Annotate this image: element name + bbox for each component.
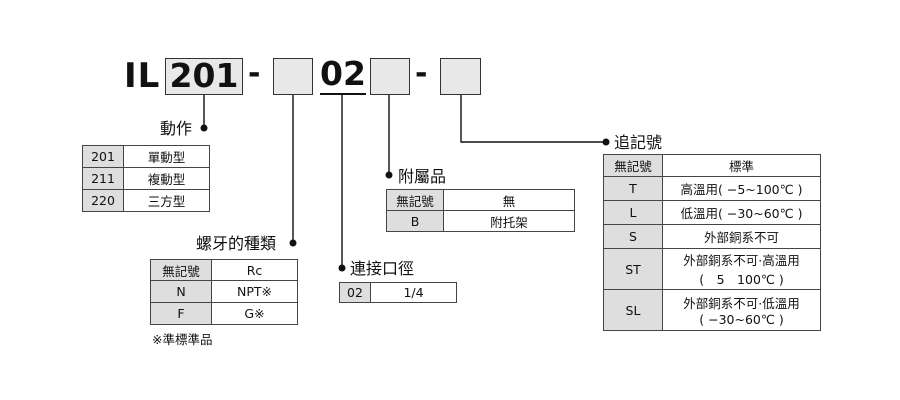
table-row: L 低溫用( −30~60℃ )	[603, 200, 821, 225]
suffix-code: ST	[603, 248, 663, 290]
table-row: 211 複動型	[82, 167, 210, 190]
suffix-header-code: 無記號	[603, 154, 663, 177]
table-row: ST 外部銅系不可·高溫用 ( 5 100℃ )	[603, 248, 821, 290]
connector-dot-action	[200, 124, 208, 132]
table-row: S 外部銅系不可	[603, 224, 821, 249]
action-desc: 單動型	[123, 145, 210, 168]
series-code-box: 201	[165, 58, 243, 95]
accessory-table: 無記號 無 B 附托架	[386, 189, 575, 232]
suffix-desc: 高溫用( −5~100℃ )	[662, 176, 821, 201]
suffix-desc-line2: ( −30~60℃ )	[699, 312, 784, 327]
suffix-desc: 外部銅系不可·低溫用 ( −30~60℃ )	[662, 289, 821, 331]
action-code: 220	[82, 189, 124, 212]
thread-type-box	[273, 58, 313, 95]
suffix-box	[440, 58, 481, 95]
table-row: B 附托架	[386, 210, 575, 232]
connector-suffix	[460, 95, 606, 143]
connector-dot-thread-type	[289, 239, 297, 247]
suffix-code: L	[603, 200, 663, 225]
connector-dot-accessory	[385, 171, 393, 179]
table-row: F G※	[150, 302, 298, 325]
accessory-title: 附屬品	[398, 167, 447, 186]
connector-dot-port-size	[338, 264, 346, 272]
thread-type-value: NPT※	[211, 280, 298, 303]
action-desc: 三方型	[123, 189, 210, 212]
thread-type-header-code: 無記號	[150, 259, 212, 281]
port-size-code: 02	[320, 54, 366, 95]
thread-type-header-value: Rc	[211, 259, 298, 281]
action-code: 211	[82, 167, 124, 190]
thread-type-code: F	[150, 302, 212, 325]
suffix-desc-line2: ( 5 100℃ )	[699, 272, 784, 287]
action-desc: 複動型	[123, 167, 210, 190]
suffix-desc: 低溫用( −30~60℃ )	[662, 200, 821, 225]
suffix-header-value: 標準	[662, 154, 821, 177]
part-number-dash-1: -	[248, 56, 261, 91]
port-size-value: 1/4	[370, 282, 457, 303]
suffix-desc: 外部銅系不可·高溫用 ( 5 100℃ )	[662, 248, 821, 290]
accessory-value: 附托架	[443, 210, 575, 232]
suffix-table: 無記號 標準 T 高溫用( −5~100℃ ) L 低溫用( −30~60℃ )…	[603, 154, 821, 331]
port-size-title: 連接口徑	[350, 259, 415, 278]
suffix-code: T	[603, 176, 663, 201]
accessory-code: B	[386, 210, 444, 232]
table-row: 220 三方型	[82, 189, 210, 212]
action-title: 動作	[160, 119, 193, 138]
thread-type-title: 螺牙的種類	[196, 234, 277, 253]
table-row: SL 外部銅系不可·低溫用 ( −30~60℃ )	[603, 289, 821, 331]
thread-type-value: G※	[211, 302, 298, 325]
table-row: T 高溫用( −5~100℃ )	[603, 176, 821, 201]
suffix-code: S	[603, 224, 663, 249]
table-row: 201 單動型	[82, 145, 210, 168]
part-number-dash-2: -	[415, 56, 428, 91]
table-header-row: 無記號 無	[386, 189, 575, 211]
table-row: N NPT※	[150, 280, 298, 303]
accessory-box	[370, 58, 410, 95]
suffix-title: 追記號	[614, 133, 663, 152]
semi-standard-note: ※準標準品	[152, 332, 213, 347]
action-code: 201	[82, 145, 124, 168]
suffix-desc-line1: 外部銅系不可·低溫用	[683, 296, 800, 311]
table-header-row: 無記號 Rc	[150, 259, 298, 281]
table-row: 02 1/4	[339, 282, 457, 303]
accessory-header-code: 無記號	[386, 189, 444, 211]
thread-type-code: N	[150, 280, 212, 303]
suffix-code: SL	[603, 289, 663, 331]
port-size-code: 02	[339, 282, 371, 303]
connector-dot-suffix	[602, 138, 610, 146]
table-header-row: 無記號 標準	[603, 154, 821, 177]
part-number-prefix: IL	[124, 56, 161, 96]
port-size-table: 02 1/4	[339, 282, 457, 303]
action-table: 201 單動型 211 複動型 220 三方型	[82, 145, 210, 212]
suffix-desc: 外部銅系不可	[662, 224, 821, 249]
accessory-header-value: 無	[443, 189, 575, 211]
suffix-desc-line1: 外部銅系不可·高溫用	[683, 253, 800, 268]
thread-type-table: 無記號 Rc N NPT※ F G※	[150, 259, 298, 325]
